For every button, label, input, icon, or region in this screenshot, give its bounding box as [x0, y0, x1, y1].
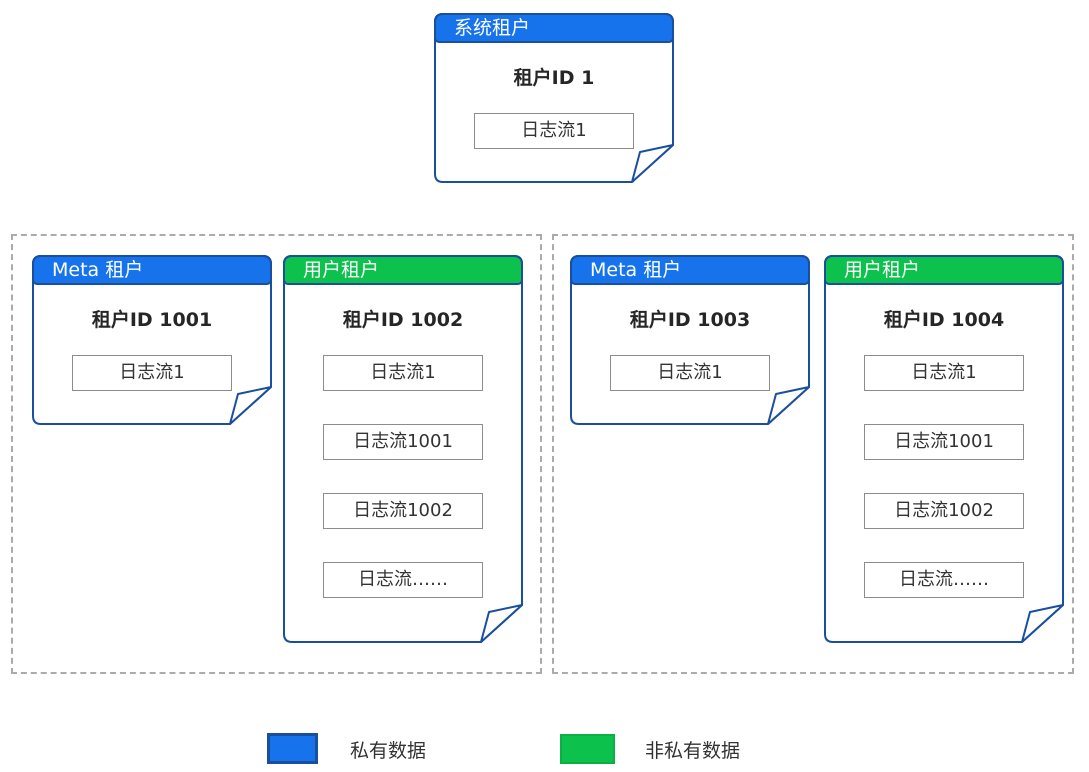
folded-corner — [1021, 604, 1064, 643]
card-header-private: Meta 租户 — [32, 255, 272, 285]
log-stream-box: 日志流1001 — [323, 424, 483, 460]
log-stream-box: 日志流1 — [72, 355, 232, 391]
log-stream-box: 日志流1 — [864, 355, 1024, 391]
legend-label-non-private: 非私有数据 — [645, 740, 741, 762]
log-stream-box: 日志流1001 — [864, 424, 1024, 460]
log-stream-box: 日志流1 — [474, 113, 634, 149]
meta-tenant-card-2: Meta 租户 租户ID 1003 日志流1 — [570, 255, 810, 425]
legend-label-private: 私有数据 — [350, 740, 427, 762]
card-header-private: 系统租户 — [434, 13, 674, 43]
card-title: 用户租户 — [844, 259, 921, 281]
legend-swatch-private — [267, 733, 318, 764]
user-tenant-card-2: 用户租户 租户ID 1004 日志流1 日志流1001 日志流1002 日志流…… — [824, 255, 1064, 643]
card-title: Meta 租户 — [52, 259, 144, 281]
meta-tenant-card-1: Meta 租户 租户ID 1001 日志流1 — [32, 255, 272, 425]
folded-corner — [767, 386, 810, 425]
card-title: 用户租户 — [303, 259, 380, 281]
folded-corner — [480, 604, 523, 643]
tenant-id: 租户ID 1 — [513, 67, 595, 89]
tenant-id: 租户ID 1001 — [91, 309, 213, 331]
tenant-group-1 — [11, 234, 542, 674]
folded-corner — [631, 144, 674, 183]
folded-corner — [229, 386, 272, 425]
log-stream-box: 日志流1 — [323, 355, 483, 391]
card-header-private: Meta 租户 — [570, 255, 810, 285]
card-title: 系统租户 — [454, 17, 531, 39]
card-title: Meta 租户 — [590, 259, 682, 281]
log-stream-box: 日志流1 — [610, 355, 770, 391]
user-tenant-card-1: 用户租户 租户ID 1002 日志流1 日志流1001 日志流1002 日志流…… — [283, 255, 523, 643]
card-header-non-private: 用户租户 — [824, 255, 1064, 285]
legend-swatch-non-private — [560, 734, 615, 764]
log-stream-box: 日志流1002 — [864, 493, 1024, 529]
tenant-group-2 — [552, 234, 1074, 674]
tenant-id: 租户ID 1004 — [883, 309, 1005, 331]
system-tenant-card: 系统租户 租户ID 1 日志流1 — [434, 13, 674, 183]
log-stream-box: 日志流…… — [323, 562, 483, 598]
card-header-non-private: 用户租户 — [283, 255, 523, 285]
tenant-id: 租户ID 1002 — [342, 309, 464, 331]
log-stream-box: 日志流…… — [864, 562, 1024, 598]
log-stream-box: 日志流1002 — [323, 493, 483, 529]
tenant-id: 租户ID 1003 — [629, 309, 751, 331]
